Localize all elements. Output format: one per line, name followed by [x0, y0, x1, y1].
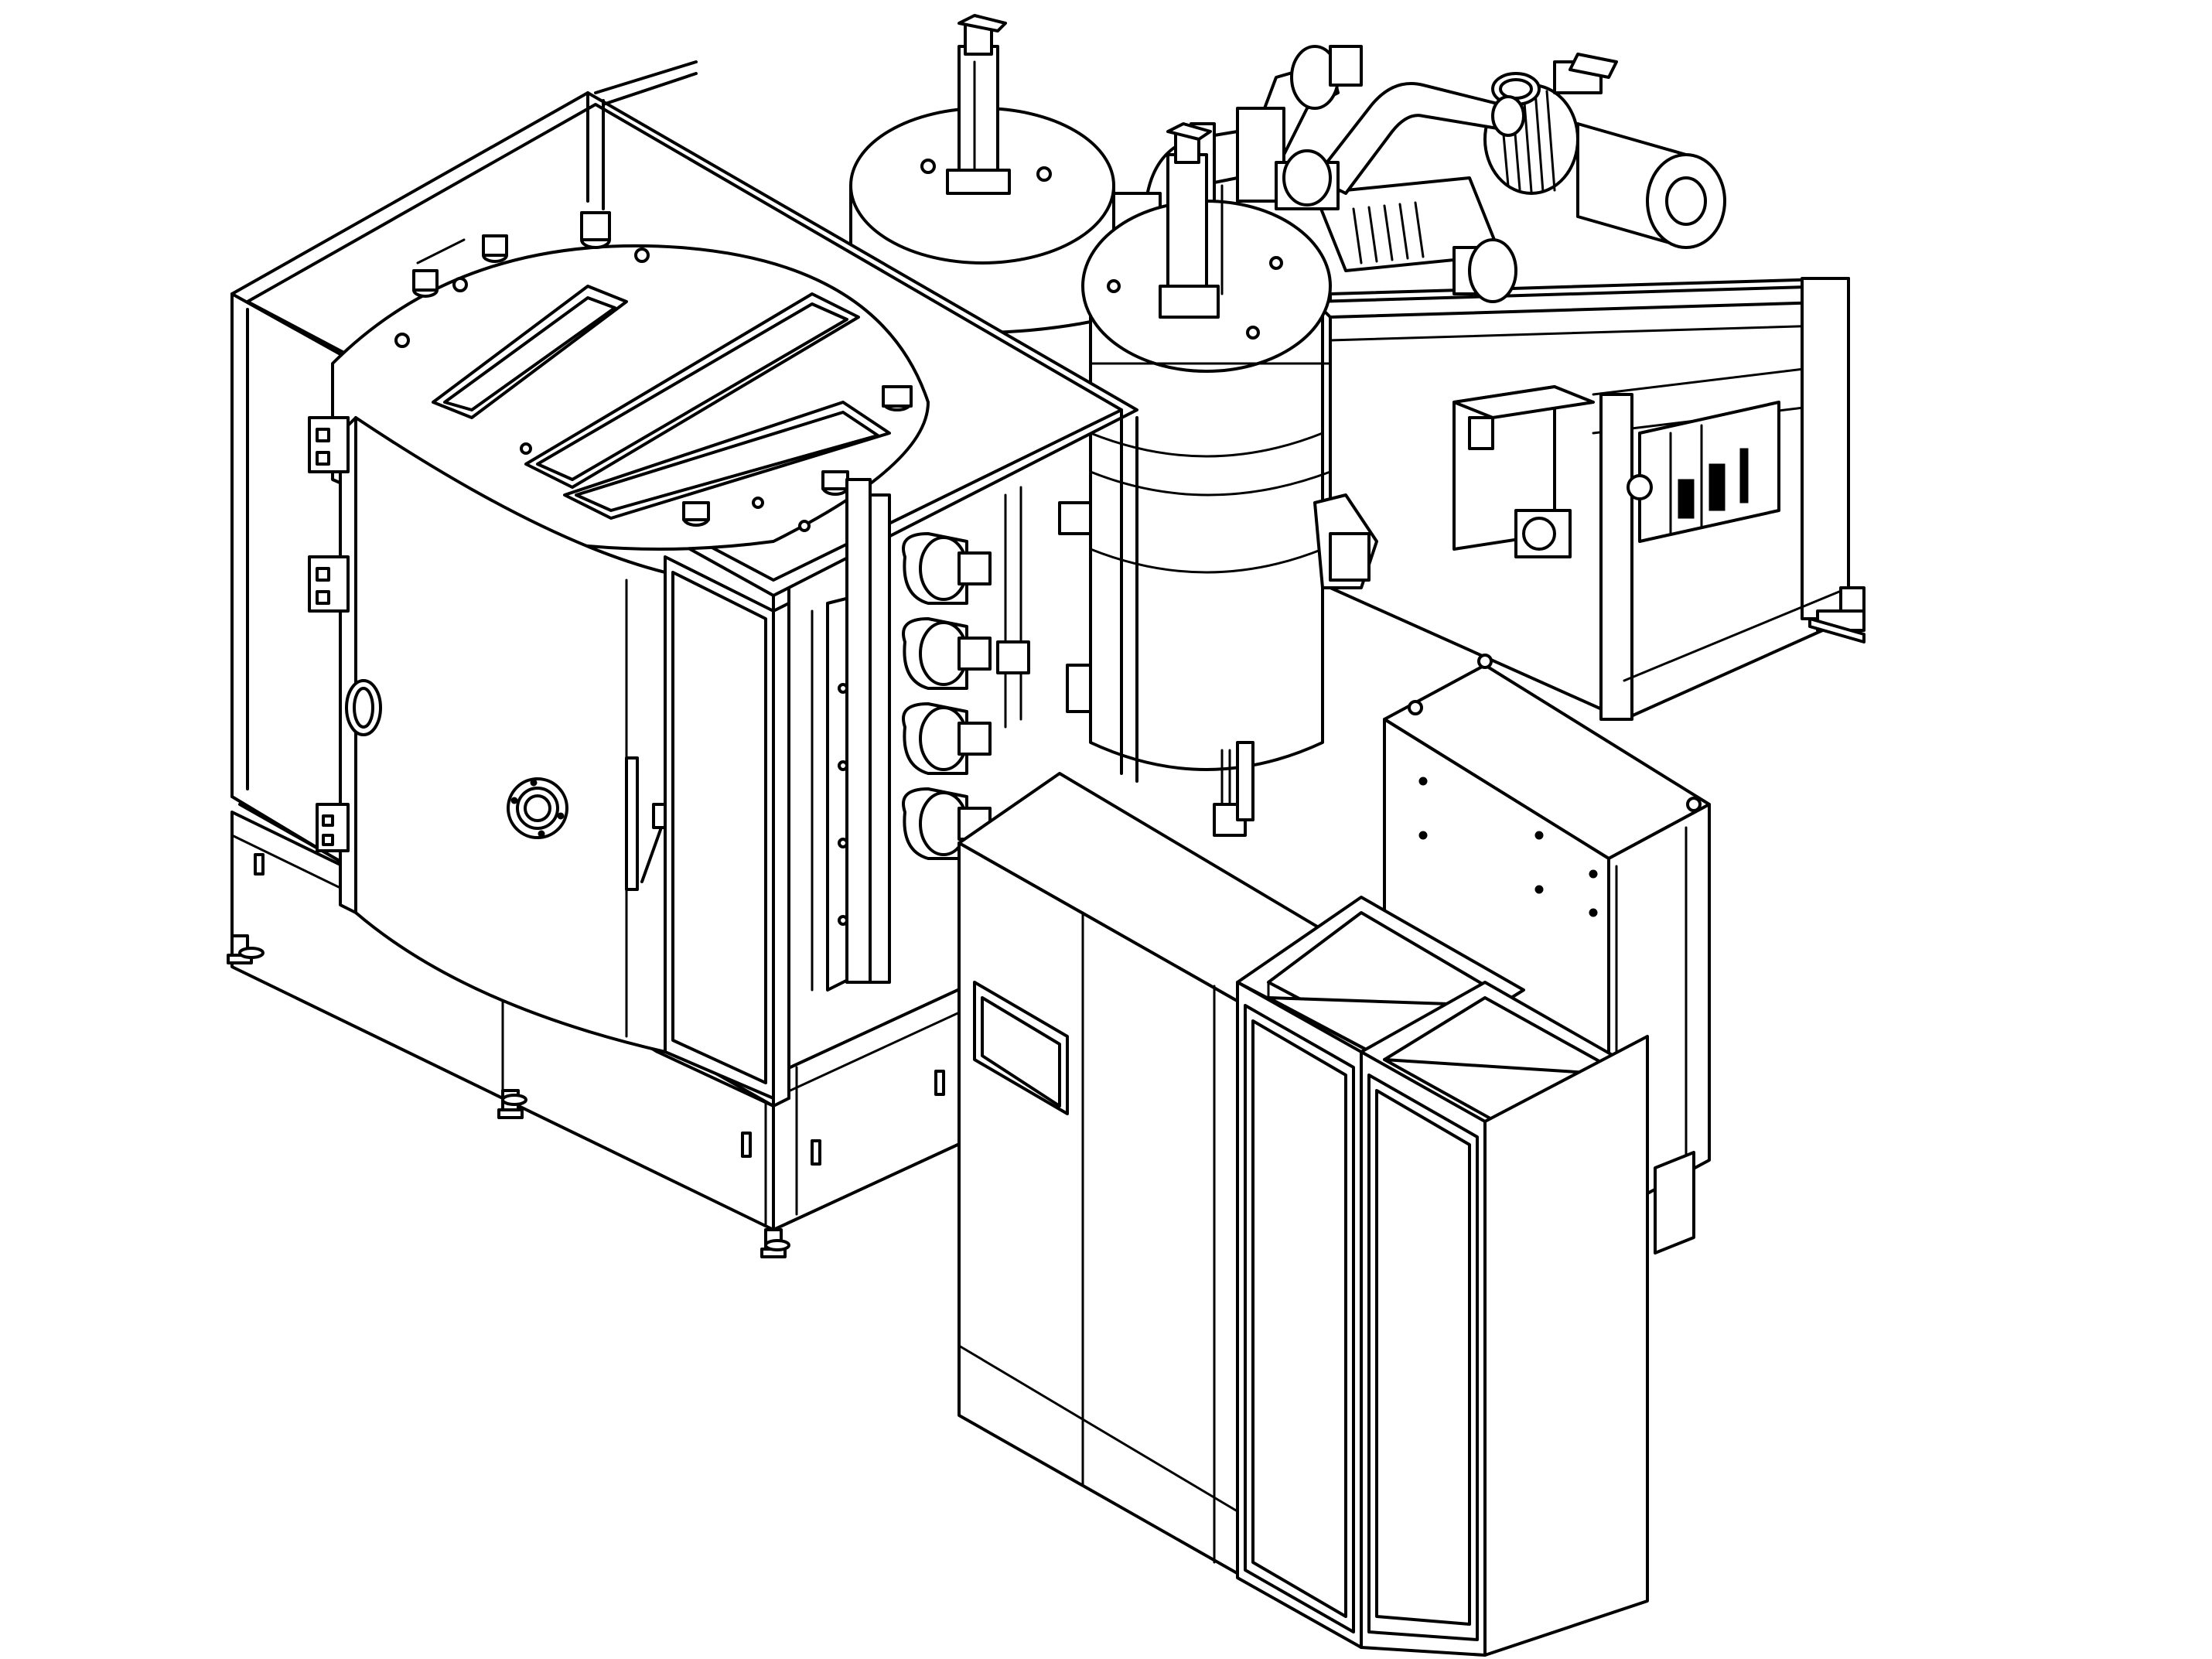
pump-skid-frame: [1313, 277, 1866, 721]
door-viewport: [507, 777, 568, 839]
target-flanges: [902, 486, 1092, 860]
motor-fins-1: [1352, 201, 1425, 265]
door-hinge-bottom: [316, 803, 350, 852]
control-cabinet-left: [958, 772, 1347, 1579]
booster-pump: [1483, 53, 1726, 249]
main-chamber-door: [308, 416, 671, 1053]
door-hinge-mid: [308, 555, 350, 613]
control-cabinet-right: [1360, 981, 1649, 1657]
roots-blower: [1452, 385, 1595, 558]
main-chamber-top: [331, 211, 930, 551]
vertical-chamber: [1081, 122, 1378, 837]
door-hinge-top: [308, 416, 350, 473]
electrical-cabinet-back: [1627, 401, 1780, 543]
chamber-side-panel: [664, 478, 891, 1108]
rotary-vane-pump: [1313, 176, 1517, 303]
